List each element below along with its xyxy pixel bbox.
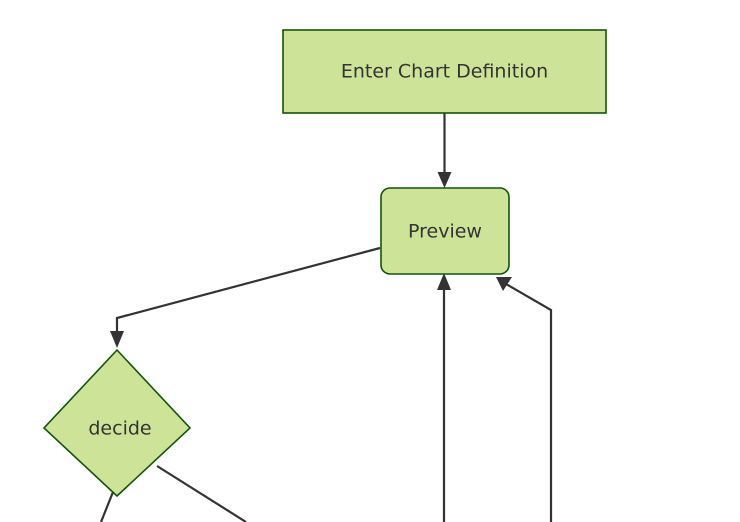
edge-preview-to-decide-line	[115, 246, 381, 336]
edge-bottom-right-to-preview-line	[505, 283, 553, 522]
node-preview[interactable]: Preview	[380, 187, 510, 275]
arrow-head-icon	[110, 331, 124, 348]
edge-bottom-right-to-preview	[496, 277, 553, 522]
edge-enter-to-preview	[437, 113, 452, 188]
node-enter-chart-definition-shape[interactable]	[282, 29, 607, 114]
edge-decide-bottom-left	[99, 491, 115, 522]
node-preview-label: Preview	[408, 221, 482, 243]
edge-decide-bottom-left-line	[99, 491, 115, 522]
arrow-head-icon	[496, 277, 512, 291]
edge-layer	[99, 113, 553, 522]
node-enter-chart-definition-label: Enter Chart Definition	[341, 61, 548, 83]
arrow-head-icon	[437, 273, 451, 290]
node-enter-chart-definition[interactable]: Enter Chart Definition	[282, 29, 607, 114]
node-layer: Enter Chart Definition Preview decide	[42, 29, 607, 498]
edge-preview-to-decide	[110, 246, 381, 348]
node-decide[interactable]: decide	[42, 348, 192, 498]
edge-decide-bottom-right-line	[156, 465, 247, 522]
edge-bottom-center-to-preview	[437, 273, 451, 522]
edge-decide-bottom-right	[156, 465, 247, 522]
node-decide-label: decide	[88, 418, 151, 440]
arrow-head-icon	[437, 172, 452, 188]
node-preview-shape[interactable]	[380, 187, 510, 275]
node-decide-shape[interactable]	[42, 348, 192, 498]
